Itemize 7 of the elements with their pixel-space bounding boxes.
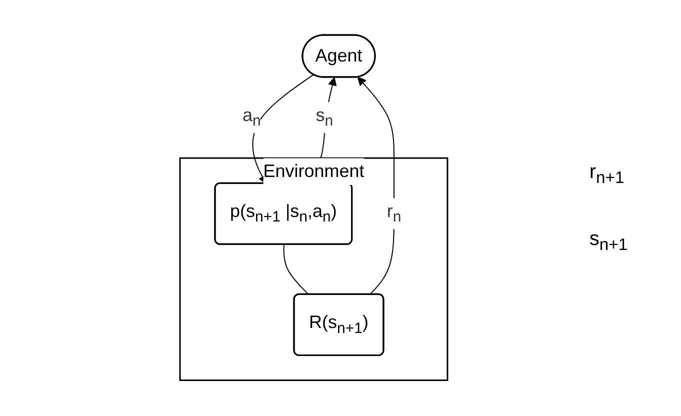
connector	[282, 244, 309, 296]
edge-label: r$_{n}$	[386, 201, 401, 226]
time-step-label: r$_{n+1}$	[589, 161, 626, 188]
arrow	[252, 74, 314, 184]
edge-label: a$_{n}$	[242, 105, 261, 130]
edge-label: s$_{n}$	[315, 105, 333, 130]
time-step-label: s$_{n+1}$	[589, 228, 628, 255]
